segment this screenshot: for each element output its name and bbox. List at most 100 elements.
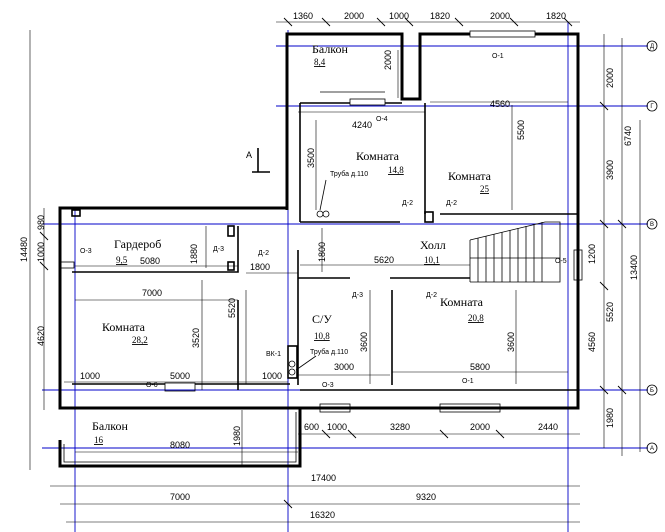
room-name-room-upper-left: Комната bbox=[356, 149, 400, 163]
dim-right-3900: 3900 bbox=[605, 160, 615, 180]
dim-5500: 5500 bbox=[516, 120, 526, 140]
dim-9320: 9320 bbox=[416, 492, 436, 502]
dim-right-6740: 6740 bbox=[623, 126, 633, 146]
door-mark-d2-a: Д-2 bbox=[258, 250, 269, 257]
dim-5520-inner: 5520 bbox=[227, 298, 237, 318]
exterior-walls bbox=[58, 32, 580, 468]
dim-left-14480: 14480 bbox=[19, 237, 29, 262]
room-area-balcony-bottom: 16 bbox=[94, 435, 104, 445]
dim-bottom-1000: 1000 bbox=[327, 422, 347, 432]
section-mark: А bbox=[246, 148, 270, 173]
staircase bbox=[469, 221, 561, 283]
dim-1800-horizontal: 1800 bbox=[250, 262, 270, 272]
dim-balcony-2000: 2000 bbox=[383, 50, 393, 70]
dim-1000-b: 1000 bbox=[262, 371, 282, 381]
axis-label-b: Б bbox=[650, 388, 654, 394]
dim-7000-inner: 7000 bbox=[142, 288, 162, 298]
windows bbox=[59, 30, 583, 413]
window-mark-o1-top: О-1 bbox=[492, 53, 504, 60]
room-area-room-right: 20,8 bbox=[468, 313, 484, 323]
room-name-balcony-top: Балкон bbox=[312, 42, 349, 56]
dimension-text: 1360 2000 1000 1820 2000 1820 2000 4560 … bbox=[19, 11, 639, 520]
door-mark-d2-d: Д-2 bbox=[426, 292, 437, 299]
dim-3000: 3000 bbox=[334, 362, 354, 372]
axis-label-g: Г bbox=[650, 104, 654, 110]
pipes bbox=[288, 179, 330, 376]
room-name-room-upper-right: Комната bbox=[448, 169, 492, 183]
dim-right-1200: 1200 bbox=[587, 244, 597, 264]
room-area-balcony-top: 8,4 bbox=[314, 57, 326, 67]
dim-top-2000-a: 2000 bbox=[344, 11, 364, 21]
room-name-room-right: Комната bbox=[440, 295, 484, 309]
door-mark-d2-b: Д-2 bbox=[402, 200, 413, 207]
dim-5000: 5000 bbox=[170, 371, 190, 381]
window-mark-o3-bottom: О-3 bbox=[322, 382, 334, 389]
door-mark-d3-b: Д-3 bbox=[352, 292, 363, 299]
pipe-label-2: Труба д.110 bbox=[310, 348, 348, 356]
dim-top-1000: 1000 bbox=[389, 11, 409, 21]
dim-3520: 3520 bbox=[191, 328, 201, 348]
dim-1000-a: 1000 bbox=[80, 371, 100, 381]
dim-7000: 7000 bbox=[170, 492, 190, 502]
window-mark-o3-left: О-3 bbox=[80, 248, 92, 255]
dim-right-1980: 1980 bbox=[605, 408, 615, 428]
dim-5620: 5620 bbox=[374, 255, 394, 265]
room-area-room-upper-left: 14,8 bbox=[388, 165, 404, 175]
dim-bottom-3280: 3280 bbox=[390, 422, 410, 432]
dim-17400: 17400 bbox=[311, 473, 336, 483]
axis-label-a: А bbox=[650, 446, 654, 452]
room-name-hall: Холл bbox=[420, 238, 446, 252]
door-mark-d3-a: Д-3 bbox=[213, 246, 224, 253]
dim-right-5520: 5520 bbox=[605, 302, 615, 322]
dim-1800-vertical: 1800 bbox=[317, 242, 327, 262]
interior-walls bbox=[71, 102, 578, 391]
section-label: А bbox=[246, 150, 252, 160]
dim-1980-inner: 1980 bbox=[232, 426, 242, 446]
dim-1880: 1880 bbox=[189, 244, 199, 264]
dim-right-2000: 2000 bbox=[605, 68, 615, 88]
dim-4240: 4240 bbox=[352, 120, 372, 130]
room-area-wardrobe: 9,5 bbox=[116, 255, 128, 265]
room-name-wardrobe: Гардероб bbox=[114, 237, 161, 251]
room-area-bathroom: 10,8 bbox=[314, 331, 330, 341]
dim-3600-b: 3600 bbox=[506, 332, 516, 352]
dim-right-13400: 13400 bbox=[629, 255, 639, 280]
dim-3500: 3500 bbox=[306, 148, 316, 168]
opening-marks: Труба д.110 Труба д.110 ВК-1 О-1 О-4 О-3… bbox=[80, 53, 567, 389]
room-area-room-left: 28,2 bbox=[132, 335, 148, 345]
dim-3600-a: 3600 bbox=[359, 332, 369, 352]
axis-label-d: Д bbox=[650, 44, 654, 50]
window-mark-o5: О-5 bbox=[555, 258, 567, 265]
room-area-hall: 10,1 bbox=[424, 255, 440, 265]
door-mark-d2-c: Д-2 bbox=[446, 200, 457, 207]
dim-left-4620: 4620 bbox=[36, 326, 46, 346]
dim-left-1000: 1000 bbox=[36, 242, 46, 262]
dim-bottom-2440: 2440 bbox=[538, 422, 558, 432]
axis-grid bbox=[42, 22, 648, 532]
dim-5080: 5080 bbox=[140, 256, 160, 266]
dim-8080: 8080 bbox=[170, 440, 190, 450]
axis-label-v: В bbox=[650, 222, 654, 228]
dim-top-1820-a: 1820 bbox=[430, 11, 450, 21]
window-mark-o6: О-6 bbox=[146, 382, 158, 389]
pipe-label-1: Труба д.110 bbox=[330, 170, 368, 178]
vk-label: ВК-1 bbox=[266, 351, 281, 358]
dim-16320: 16320 bbox=[310, 510, 335, 520]
dimension-lines bbox=[29, 17, 641, 523]
dim-left-980: 980 bbox=[36, 215, 46, 230]
axis-markers: Д Г В Б А bbox=[646, 40, 658, 454]
dim-bottom-2000: 2000 bbox=[470, 422, 490, 432]
dim-4560: 4560 bbox=[490, 99, 510, 109]
window-mark-o1-bottom: О-1 bbox=[462, 378, 474, 385]
room-name-bathroom: С/У bbox=[312, 312, 332, 326]
room-area-room-upper-right: 25 bbox=[480, 184, 490, 194]
dim-top-1820-b: 1820 bbox=[546, 11, 566, 21]
dim-top-1360: 1360 bbox=[293, 11, 313, 21]
room-name-balcony-bottom: Балкон bbox=[92, 419, 129, 433]
dim-5800: 5800 bbox=[470, 362, 490, 372]
room-name-room-left: Комната bbox=[102, 320, 146, 334]
window-mark-o4: О-4 bbox=[376, 116, 388, 123]
dim-top-2000-b: 2000 bbox=[490, 11, 510, 21]
